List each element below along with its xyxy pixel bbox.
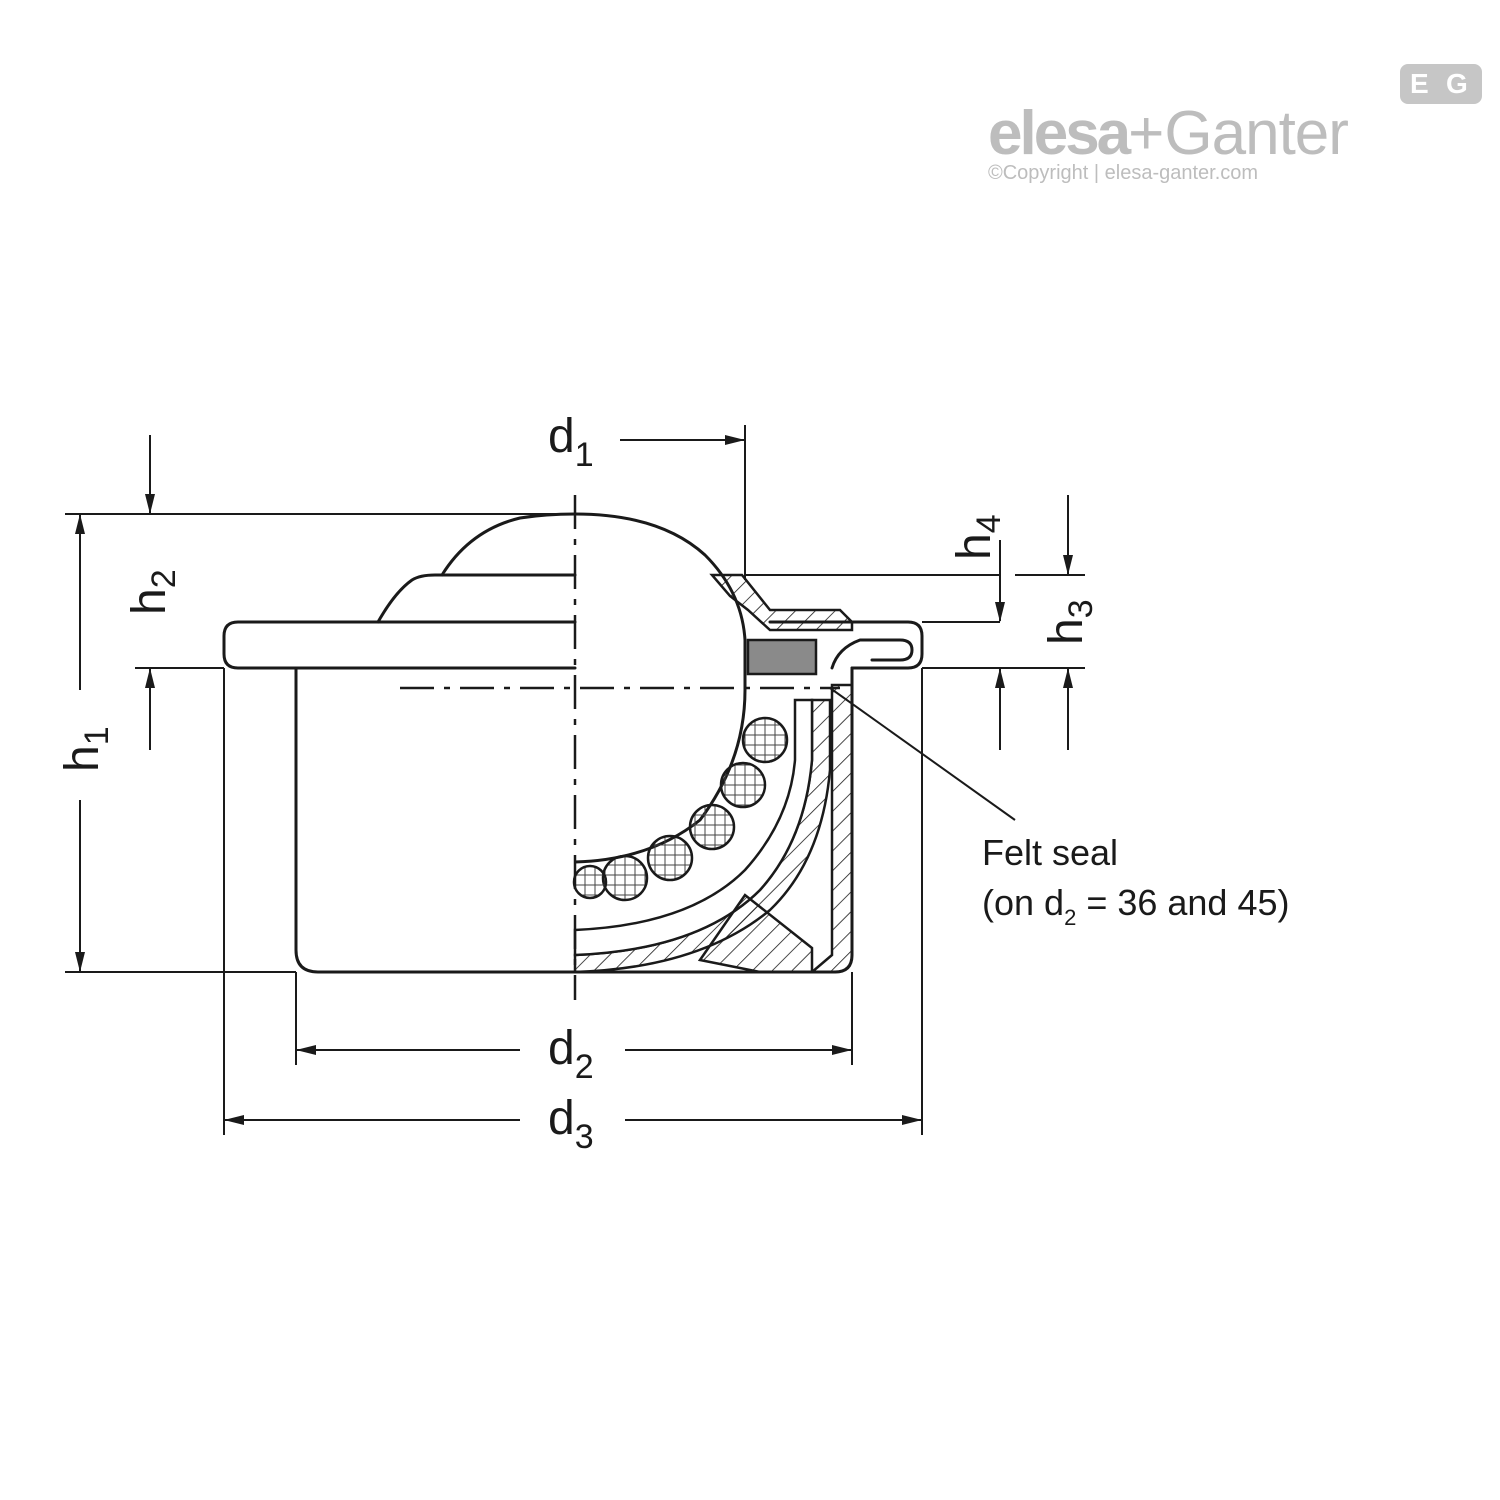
note-felt-seal: Felt seal [982,832,1118,873]
label-d3: d3 [548,1092,594,1156]
support-ball [572,864,608,900]
lower-v-support [697,893,814,974]
brand-ganter: Ganter [1164,99,1349,168]
note-felt-seal-condition: (on d2 = 36 and 45) [982,882,1289,930]
dimension-lines [75,435,1073,1125]
label-h1: h1 [56,726,116,772]
support-ball [601,854,649,902]
brand-plus: + [1128,99,1165,168]
felt-seal [746,638,818,676]
label-h4: h4 [948,514,1008,560]
support-ball [688,803,736,851]
main-ball [440,512,577,577]
support-balls [572,716,789,902]
support-ball [741,716,789,764]
eg-badge: E G [1400,64,1482,104]
support-ball [719,761,767,809]
left-flange [222,620,577,670]
label-h3: h3 [1040,599,1100,645]
label-d2: d2 [548,1022,594,1086]
left-collar [376,573,577,624]
brand-wordmark: elesa+Ganter [988,98,1349,169]
right-flange-fold [830,638,914,670]
label-h2: h2 [123,569,183,615]
extension-lines [65,425,1085,1135]
brand-elesa: elesa [988,99,1131,168]
badge-letter-g: G [1446,68,1468,99]
badge-letter-e: E [1410,68,1429,99]
brand-copyright: ©Copyright | elesa-ganter.com [988,162,1259,184]
label-d1: d1 [548,410,594,474]
top-cover-section [709,573,854,632]
inner-race-section [573,698,814,957]
support-ball [646,834,694,882]
left-housing [294,666,577,974]
right-housing-wall-section [808,683,854,974]
right-flange [768,620,924,670]
brand-logo: E G elesa+Ganter ©Copyright | elesa-gant… [980,60,1500,190]
